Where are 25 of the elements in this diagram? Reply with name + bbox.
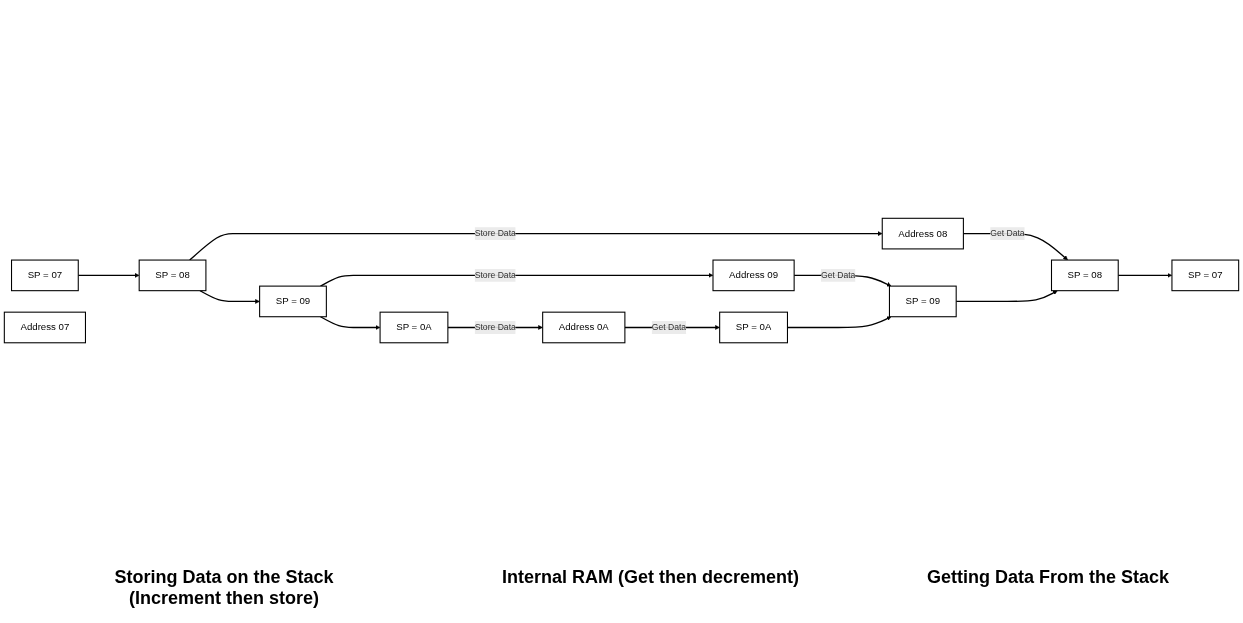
edge-label: Store Data	[474, 228, 516, 238]
node-box: Address 07	[3, 311, 86, 344]
column-caption: Storing Data on the Stack (Increment then store)	[113, 567, 335, 609]
node-box: SP = 07	[1171, 259, 1240, 292]
node-box: SP = 09	[888, 285, 957, 318]
edge-label: Get Data	[821, 270, 856, 280]
node-box: SP = 07	[11, 259, 79, 292]
column-caption: Internal RAM (Get then decrement)	[501, 567, 799, 589]
node-box: SP = 08	[1050, 259, 1119, 292]
edge-label: Get Data	[651, 322, 687, 332]
arrow	[319, 272, 714, 287]
node-box: SP = 0A	[719, 311, 788, 344]
arrow	[319, 316, 381, 330]
edge-label: Store Data	[474, 322, 516, 332]
column-caption: Getting Data From the Stack	[926, 567, 1169, 589]
node-box: Address 09	[712, 259, 795, 292]
node-box: SP = 09	[259, 285, 327, 318]
arrow	[189, 231, 883, 261]
edge-label: Store Data	[474, 270, 516, 280]
node-box: Address 0A	[542, 311, 626, 344]
arrow	[199, 289, 260, 304]
edge-label: Get Data	[990, 228, 1025, 238]
node-box: SP = 0A	[379, 311, 449, 344]
node-box: SP = 08	[138, 259, 207, 292]
node-box: Address 08	[881, 217, 964, 250]
